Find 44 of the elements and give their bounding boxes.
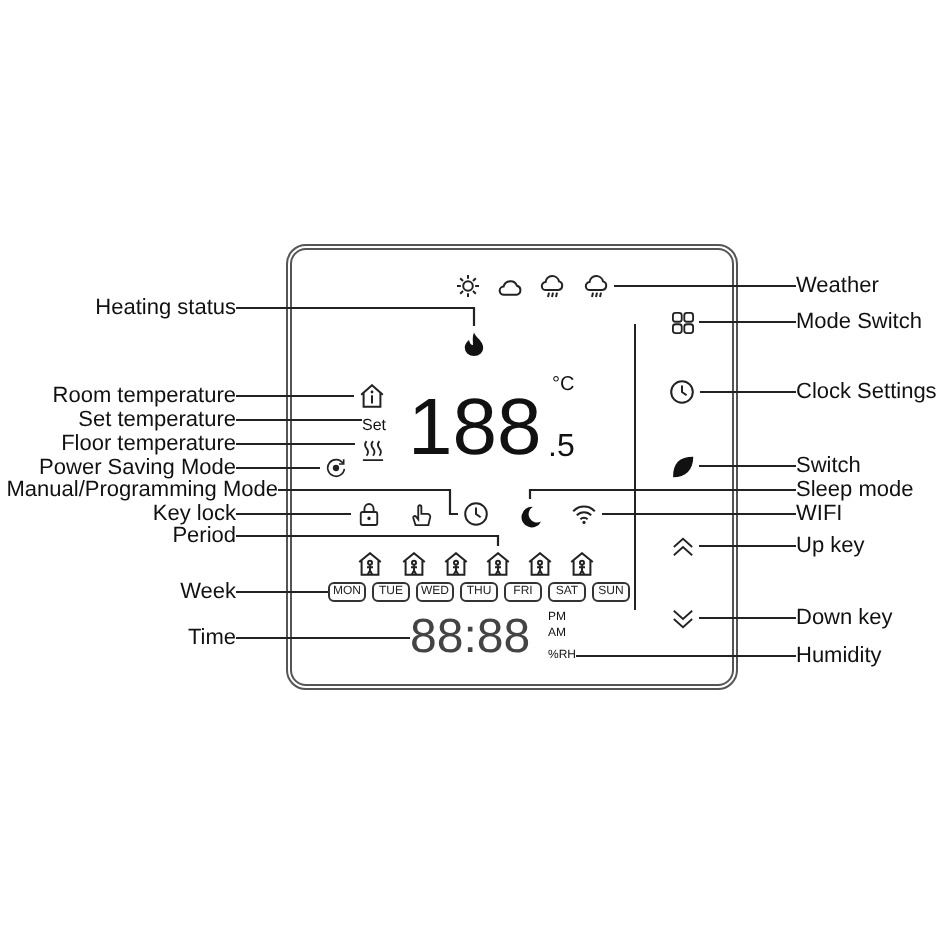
- callout-label: WIFI: [796, 503, 843, 525]
- leader-line: [278, 488, 458, 516]
- callout-label: Set temperature: [78, 409, 236, 431]
- leader-line: [700, 390, 796, 394]
- callout-label: Down key: [796, 607, 893, 629]
- callout-label: Week: [180, 581, 236, 603]
- time-digits: 88:88: [410, 614, 531, 662]
- leader-line: [614, 284, 796, 288]
- leader-line: [236, 394, 354, 398]
- leader-line: [236, 636, 410, 640]
- leader-line: [576, 654, 796, 658]
- callout-label: Mode Switch: [796, 311, 922, 333]
- callout-label: Key lock: [152, 503, 236, 525]
- leader-line: [528, 488, 796, 499]
- leader-line: [236, 466, 320, 470]
- callout-label: Sleep mode: [796, 479, 914, 501]
- leader-line: [236, 534, 500, 546]
- callout-label: Humidity: [796, 645, 882, 667]
- thermostat-panel: [286, 244, 738, 690]
- unit-label: °C: [552, 376, 575, 396]
- leader-line: [699, 616, 796, 620]
- callout-label: Time: [187, 627, 236, 649]
- callout-label: Weather: [796, 275, 879, 297]
- callout-label: Switch: [796, 455, 861, 477]
- callout-label: Room temperature: [52, 385, 236, 407]
- callout-label: Manual/Programming Mode: [6, 479, 278, 501]
- leader-line: [236, 306, 476, 326]
- leader-line: [236, 590, 328, 594]
- leader-line: [236, 442, 355, 446]
- leader-line: [699, 544, 796, 548]
- callout-label: Clock Settings: [796, 381, 937, 403]
- callout-label: Power Saving Mode: [39, 457, 236, 479]
- temperature-digits: 188: [408, 394, 542, 462]
- leader-line: [236, 512, 351, 516]
- leader-line: [236, 418, 362, 422]
- callout-label: Heating status: [95, 297, 236, 319]
- decimal-digit: .5: [548, 432, 575, 464]
- callout-label: Up key: [796, 535, 865, 557]
- callout-label: Period: [172, 525, 236, 547]
- callout-label: Floor temperature: [61, 433, 236, 455]
- leader-line: [699, 464, 796, 468]
- leader-line: [699, 320, 796, 324]
- indicator-label: Set: [362, 415, 387, 433]
- leader-line: [602, 512, 796, 516]
